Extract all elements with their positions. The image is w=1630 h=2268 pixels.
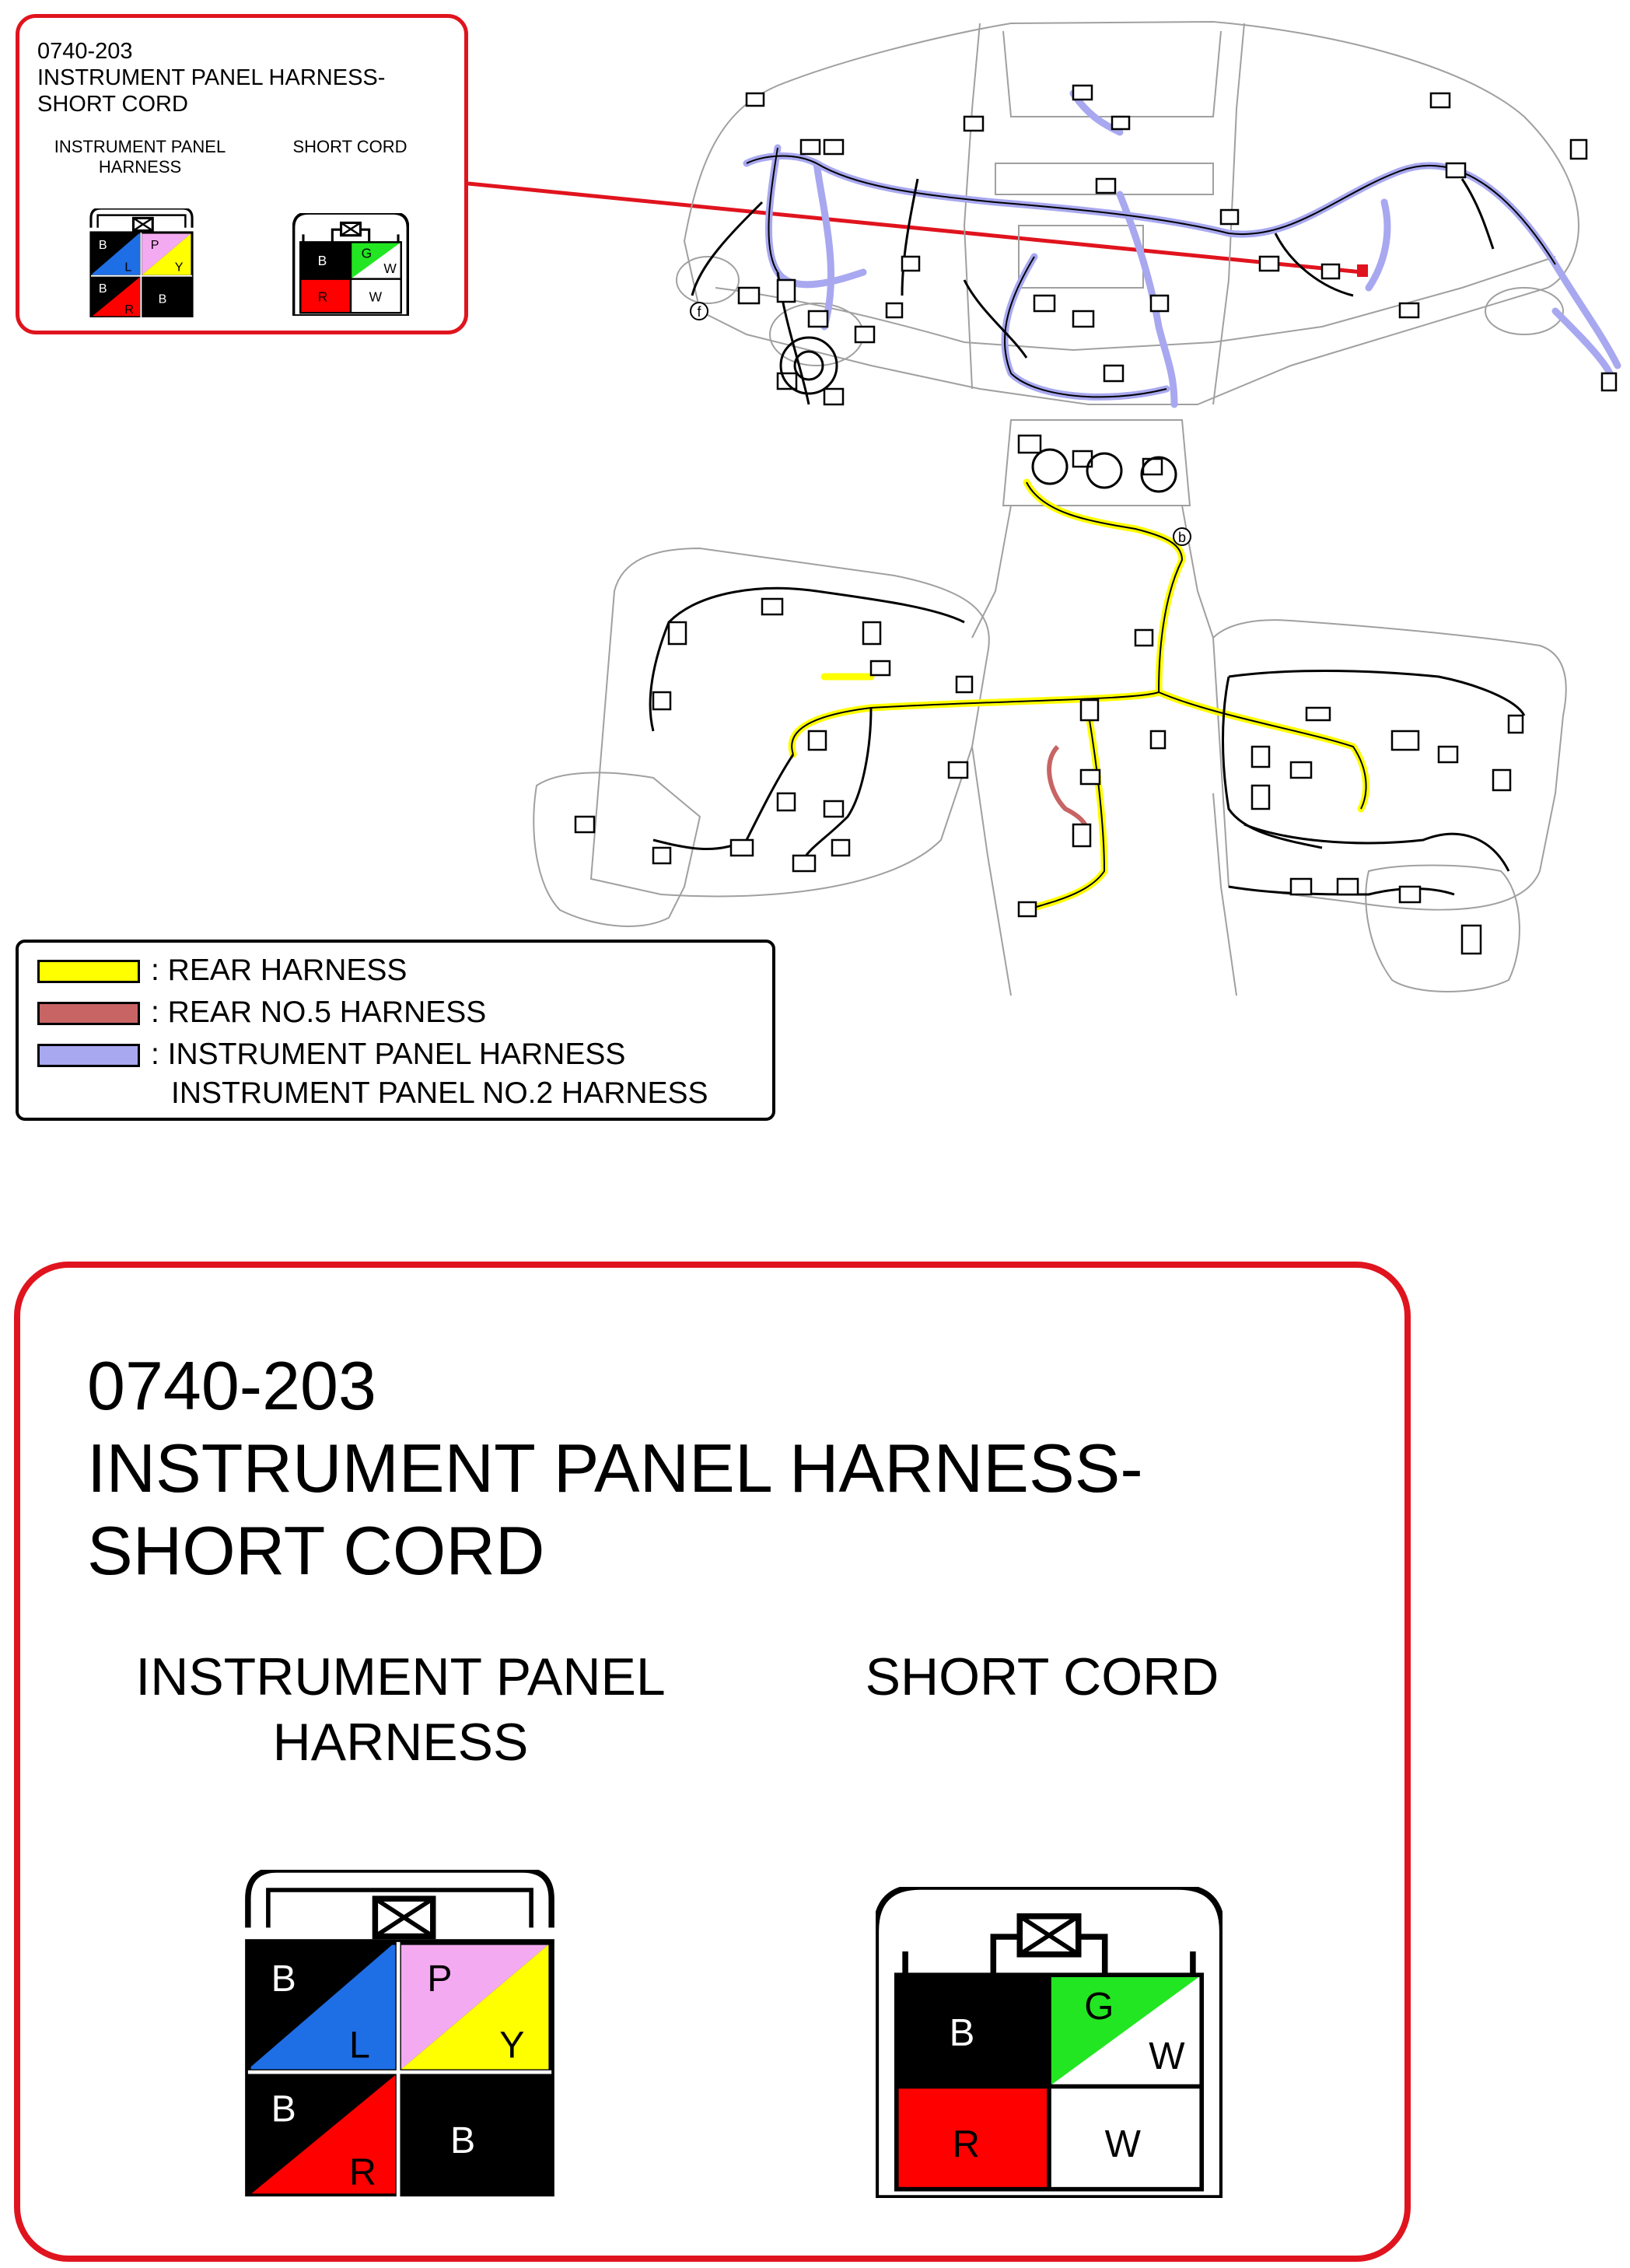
big-left-pin-b2: B — [271, 2088, 296, 2130]
small-left-label-line2: HARNESS — [98, 157, 182, 177]
legend-swatch-instrument-panel — [37, 1044, 140, 1067]
small-left-label-line1: INSTRUMENT PANEL — [54, 137, 226, 156]
big-left-label-line1: INSTRUMENT PANEL — [135, 1647, 666, 1706]
big-left-pin-p: P — [427, 1958, 452, 2000]
big-right-connector: B G W R W — [876, 1887, 1222, 2198]
small-callout-box — [16, 14, 468, 334]
connector-blocks — [574, 84, 1618, 955]
point-label-b: b — [1173, 527, 1191, 546]
legend-label-rear: : REAR HARNESS — [151, 954, 408, 987]
point-label-f-text: f — [697, 304, 701, 320]
small-left-connector: B L P Y B R B — [89, 208, 194, 317]
small-left-pin-y: Y — [175, 261, 184, 275]
legend-swatch-rear-no5 — [37, 1002, 140, 1025]
small-title-line2: SHORT CORD — [37, 92, 188, 117]
big-left-pin-b3: B — [450, 2119, 475, 2161]
legend-label-rear-no5: : REAR NO.5 HARNESS — [151, 996, 487, 1029]
small-right-label: SHORT CORD — [292, 137, 408, 156]
small-right-pin-r: R — [318, 289, 328, 304]
big-right-pin-w1: W — [1149, 2035, 1185, 2077]
big-callout-box — [14, 1262, 1411, 2262]
small-part-number: 0740-203 — [37, 39, 133, 64]
pointed-connector — [1357, 264, 1368, 277]
big-part-number: 0740-203 — [87, 1347, 376, 1424]
big-left-pin-r: R — [349, 2151, 376, 2193]
big-left-pin-y: Y — [499, 2025, 524, 2067]
big-right-pin-b: B — [950, 2012, 975, 2054]
small-right-connector: B G W R W — [292, 213, 409, 316]
small-left-pin-p: P — [151, 238, 159, 252]
small-left-pin-b3: B — [159, 292, 167, 306]
big-right-pin-w2: W — [1105, 2123, 1142, 2165]
callout-pointer-line — [467, 181, 1363, 275]
legend-label-instrument-panel: : INSTRUMENT PANEL HARNESS — [151, 1038, 626, 1071]
small-left-pin-b1: B — [99, 238, 107, 252]
instrument-panel-harness-outline — [746, 147, 1556, 398]
big-left-label-line2: HARNESS — [272, 1713, 529, 1772]
small-left-pin-r: R — [124, 303, 134, 317]
big-title-line1: INSTRUMENT PANEL HARNESS- — [87, 1430, 1143, 1507]
small-title-line1: INSTRUMENT PANEL HARNESS- — [37, 65, 386, 90]
big-left-pin-b1: B — [271, 1958, 296, 2000]
point-label-b-text: b — [1178, 530, 1186, 545]
small-right-pin-b: B — [318, 253, 327, 268]
big-right-pin-r: R — [952, 2123, 979, 2165]
small-left-pin-l: L — [124, 261, 131, 275]
big-left-pin-l: L — [349, 2025, 370, 2067]
legend-label-instrument-panel-no2: INSTRUMENT PANEL NO.2 HARNESS — [171, 1076, 708, 1110]
legend-swatch-rear — [37, 960, 140, 983]
instrument-panel-harness-wire — [743, 89, 1621, 408]
big-right-pin-g: G — [1084, 1986, 1114, 2028]
harness-diagram: f b — [467, 20, 1621, 996]
legend-box: : REAR HARNESS : REAR NO.5 HARNESS : INS… — [16, 940, 775, 1121]
point-label-f: f — [690, 302, 708, 320]
steering-column — [779, 336, 1177, 493]
seats-floor-outline — [533, 547, 1567, 996]
black-harness-wires — [649, 178, 1526, 896]
big-left-connector: B L P Y B R B — [245, 1870, 554, 2196]
small-right-pin-w1: W — [383, 261, 397, 276]
rear-harness-outline — [791, 481, 1367, 911]
small-right-pin-w2: W — [369, 289, 383, 304]
small-right-pin-g: G — [362, 245, 373, 261]
dashboard-outline — [676, 20, 1580, 639]
big-right-label: SHORT CORD — [865, 1647, 1219, 1706]
small-left-pin-b2: B — [99, 282, 107, 296]
big-title-line2: SHORT CORD — [87, 1512, 545, 1589]
